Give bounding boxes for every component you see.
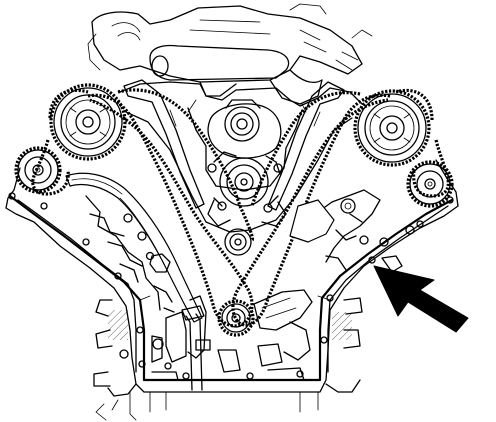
crankshaft-sprocket xyxy=(217,299,255,337)
upper-chain-links xyxy=(117,88,361,242)
left-chain-guide xyxy=(65,172,203,323)
intake-manifold xyxy=(87,3,373,105)
pointer-arrow xyxy=(373,265,469,333)
left-camshaft-sprocket xyxy=(49,83,127,161)
dipstick-tube xyxy=(181,305,205,391)
right-block-detail xyxy=(317,189,415,273)
cover-bolts xyxy=(8,192,454,380)
water-pump-pulley xyxy=(207,151,283,213)
lower-hatch xyxy=(108,310,352,340)
right-camshaft-sprocket xyxy=(353,89,431,167)
engine-block-outline xyxy=(5,159,459,421)
idler-sprocket xyxy=(224,228,252,256)
left-block-detail xyxy=(85,195,175,313)
thermostat-housing xyxy=(224,99,261,142)
left-timing-chain xyxy=(31,88,254,328)
oil-pump-area xyxy=(151,289,313,381)
chain-guides xyxy=(123,79,345,243)
left-exhaust-sprocket xyxy=(14,146,62,194)
right-exhaust-sprocket xyxy=(406,160,454,208)
timing-cover-inner xyxy=(119,81,363,233)
